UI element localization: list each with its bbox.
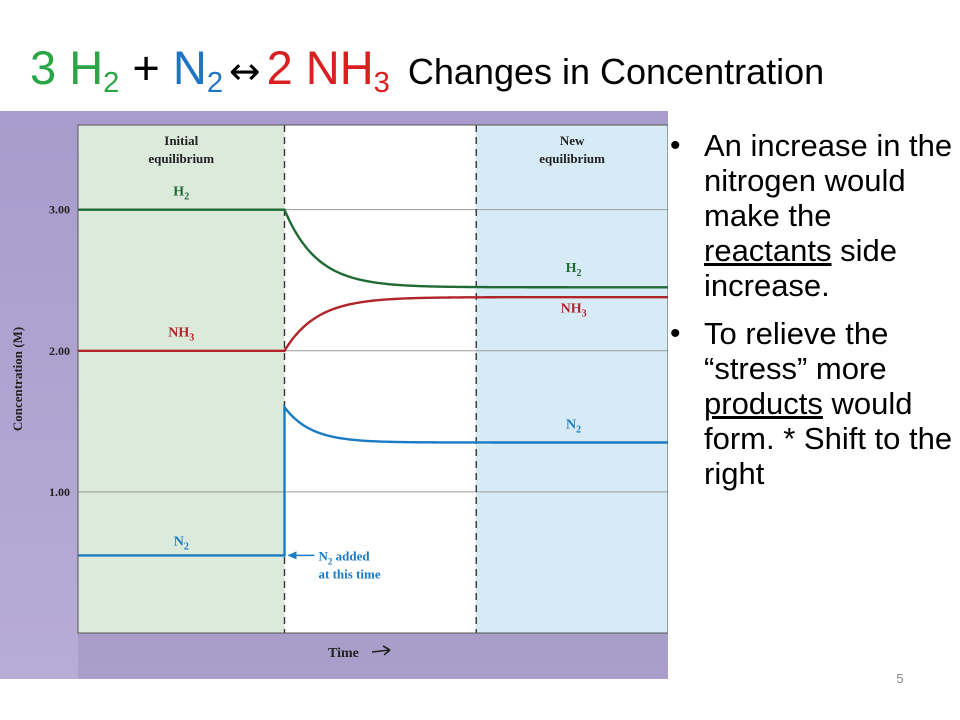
series-label-nh3-final: NH3 [561, 302, 587, 320]
series-label-n2-final: N2 [566, 417, 581, 435]
y-tick-label: 1.00 [49, 485, 70, 499]
region-new [476, 125, 668, 633]
title-subtitle: Changes in Concentration [407, 51, 825, 92]
series-line-h2 [78, 208, 668, 289]
annotation-line2: at this time [319, 566, 381, 581]
series-label-nh3-initial: NH3 [168, 326, 194, 344]
bullet-item: An increase in the nitrogen would make t… [668, 128, 958, 303]
title-n2: N2 [172, 41, 224, 100]
y-axis-label: Concentration (M) [10, 327, 25, 431]
x-axis-label: Time [328, 646, 359, 661]
chart-regions [78, 125, 668, 633]
title-nh3: 2 NH3 [266, 41, 390, 100]
title-plus: + [119, 41, 173, 94]
page-number: 5 [896, 671, 904, 686]
series-line-n2 [78, 403, 668, 557]
plot-frame [77, 124, 668, 634]
chart-series [78, 208, 668, 557]
x-axis-label-group: Time [328, 645, 391, 661]
series-line-nh3 [78, 295, 668, 352]
y-tick-label: 3.00 [49, 203, 70, 217]
series-label-h2-initial: H2 [173, 185, 189, 203]
y-tick-label: 2.00 [49, 344, 70, 358]
series-label-h2-final: H2 [566, 261, 582, 279]
annotation-arrowhead-icon [287, 551, 297, 560]
bullet-item: To relieve the “stress” more products wo… [668, 316, 958, 491]
annotation-line1: N2 added [319, 548, 371, 566]
double-arrow-icon: ↔ [229, 49, 261, 93]
region-initial [78, 125, 285, 633]
x-axis-arrow-icon [371, 645, 391, 656]
series-label-n2-initial: N2 [174, 535, 189, 553]
region-middle [284, 125, 477, 633]
bullet-list: An increase in the nitrogen would make t… [668, 128, 958, 504]
title-h2: 3 H2 [30, 41, 120, 100]
slide-title: 3 H2 + N2↔2 NH3 Changes in Concentration [30, 28, 824, 112]
